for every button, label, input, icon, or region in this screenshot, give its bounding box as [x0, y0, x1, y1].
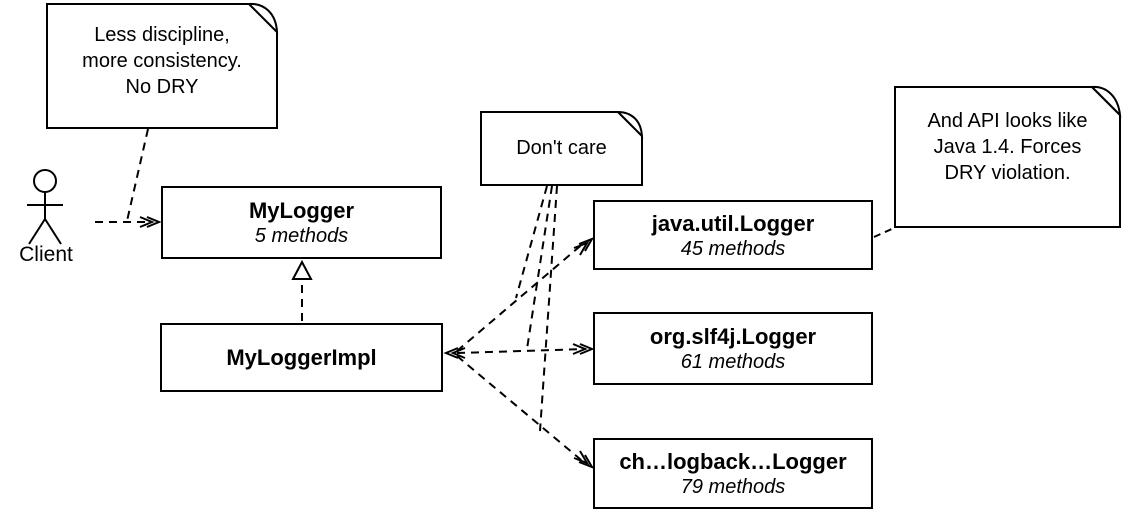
note-shape-api — [873, 85, 1122, 238]
note-anchor-line — [539, 185, 558, 432]
class-box-myloggerimpl: MyLoggerImpl — [160, 323, 443, 392]
note-fold-icon — [615, 110, 644, 139]
arrow-realization-myloggerimpl-to-mylogger — [291, 259, 313, 321]
note-fold-icon — [246, 2, 279, 35]
class-box-logback-logger: ch…logback…Logger 79 methods — [593, 438, 873, 509]
hollow-triangle-arrowhead-icon — [291, 259, 313, 280]
note-anchor-line — [126, 128, 149, 222]
note-anchor-line — [526, 185, 553, 350]
arrow-client-to-mylogger — [95, 216, 162, 228]
class-name: org.slf4j.Logger — [649, 324, 817, 349]
class-detail: 45 methods — [680, 237, 786, 260]
class-name: MyLoggerImpl — [226, 345, 377, 370]
actor-icon — [27, 169, 63, 245]
arrow-myloggerimpl-to-logback — [456, 355, 595, 469]
note-fold-icon — [1089, 85, 1122, 118]
arrowhead-into-myloggerimpl — [443, 347, 466, 359]
arrow-myloggerimpl-to-slf4j — [456, 343, 595, 355]
class-detail: 79 methods — [680, 476, 786, 498]
note-anchor-line — [873, 227, 895, 238]
class-box-slf4j-logger: org.slf4j.Logger 61 methods — [593, 312, 873, 385]
class-detail: 61 methods — [680, 351, 786, 373]
class-box-mylogger: MyLogger 5 methods — [161, 186, 442, 259]
note-shape-less-discipline — [46, 2, 279, 222]
class-detail: 5 methods — [254, 225, 349, 247]
class-name: ch…logback…Logger — [619, 449, 847, 474]
note-anchor-line — [515, 185, 548, 299]
arrow-myloggerimpl-to-javautil — [456, 237, 595, 352]
class-box-java-util-logger: java.util.Logger 45 methods — [593, 200, 873, 270]
class-name: java.util.Logger — [651, 210, 815, 236]
actor-label: Client — [19, 243, 73, 266]
note-shape-dont-care — [480, 110, 644, 432]
class-name: MyLogger — [248, 198, 355, 223]
